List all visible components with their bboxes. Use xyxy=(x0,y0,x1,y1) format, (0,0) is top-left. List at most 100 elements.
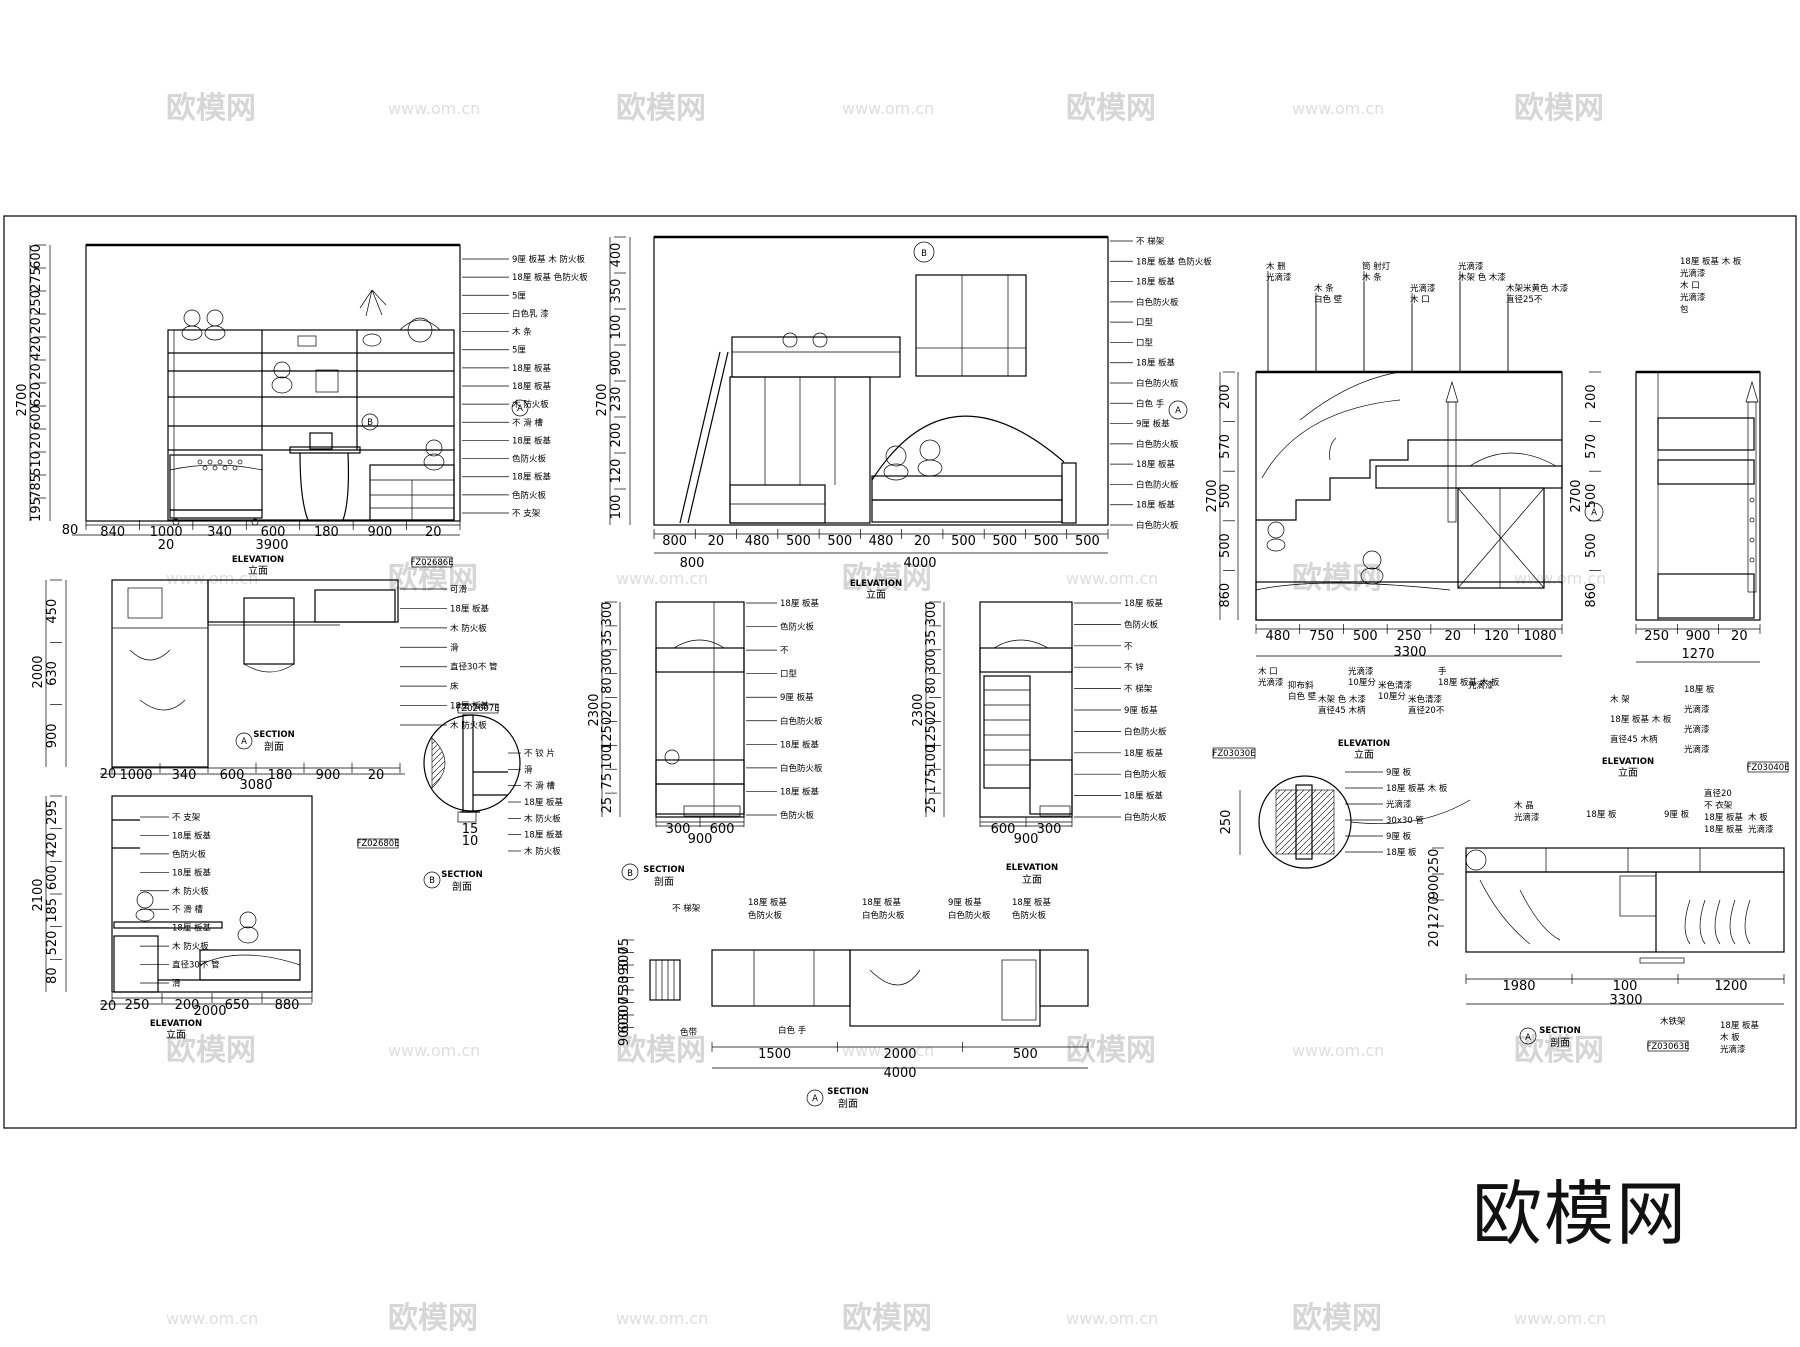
dim-value: 100 xyxy=(600,745,615,770)
annotation-label: 18厘 板基 xyxy=(1136,358,1176,369)
p3-elev2-title-cn: 立面 xyxy=(1618,766,1638,779)
annotation-label: 光滴漆 xyxy=(1680,292,1706,303)
annotation-label: 18厘 板基 木 板 xyxy=(1386,783,1448,794)
annotation-label: 光滴漆 xyxy=(1348,666,1374,677)
annotation-label: 18厘 板基 xyxy=(1136,459,1176,470)
p2-elev-total-v: 2700 xyxy=(595,383,610,416)
annotation-label: 床 xyxy=(450,681,459,692)
annotation-label: 直径30不 管 xyxy=(172,960,220,971)
dim-value: 75 xyxy=(617,938,632,955)
detail-b-dim2: 10 xyxy=(462,834,479,849)
watermark-url: www.om.cn xyxy=(388,99,480,118)
p1-elev-total-v: 2700 xyxy=(15,383,30,416)
annotation-label: 10厘分 xyxy=(1378,692,1406,702)
p2-elev2-total: 900 xyxy=(1014,832,1039,847)
dim-value: 900 xyxy=(316,768,341,783)
dim-value: 195 xyxy=(29,497,44,522)
dim-value: 1250 xyxy=(924,717,939,750)
p2-elev2-title: ELEVATION xyxy=(1006,863,1058,873)
p2-secb-title-cn: 剖面 xyxy=(654,875,674,888)
annotation-label: 木 防火板 xyxy=(450,623,487,634)
watermarks: 欧模网欧模网欧模网欧模网欧模网欧模网欧模网欧模网欧模网欧模网欧模网欧模网欧模网欧… xyxy=(166,91,1606,1336)
annotation-label: 木铁架 xyxy=(1660,1016,1686,1027)
annotation-label: 10厘分 xyxy=(1348,678,1376,688)
annotation-label: 白色防火板 xyxy=(1136,297,1179,308)
annotation-label: 木 晶 xyxy=(1514,800,1534,811)
annotation-label: 5厘 xyxy=(512,291,526,301)
watermark-brand: 欧模网 xyxy=(1514,1033,1604,1068)
p2-elev-title: ELEVATION xyxy=(850,579,902,589)
dim-value: 120 xyxy=(609,459,624,484)
p1-plan-total-v: 2000 xyxy=(31,655,46,688)
annotation-label: 白色防火板 xyxy=(1136,439,1179,450)
watermark-url: www.om.cn xyxy=(616,1309,708,1328)
annotation-label: 白色防火板 xyxy=(1136,479,1179,490)
p1-plan-lead: 20 xyxy=(100,767,117,782)
p3-elev-total-v: 2700 xyxy=(1205,479,1220,512)
annotation-label: 18厘 板基 xyxy=(1704,812,1744,823)
p1-side-title-cn: 立面 xyxy=(166,1028,186,1041)
annotation-label: 18厘 板基 xyxy=(1012,897,1052,908)
p3-elev2-total-v: 2700 xyxy=(1569,479,1584,512)
dim-value: 20 xyxy=(914,534,931,549)
annotation-label: 筒 射灯 xyxy=(1362,261,1391,272)
annotation-label: 9厘 板 xyxy=(1386,767,1412,778)
annotation-label: 不 梯架 xyxy=(1124,684,1153,695)
p2-secb-marker: B xyxy=(627,869,633,879)
dim-value: 500 xyxy=(992,534,1017,549)
annotation-label: 色防火板 xyxy=(748,910,783,921)
dim-value: 600 xyxy=(991,822,1016,837)
watermark-url: www.om.cn xyxy=(1066,1309,1158,1328)
dim-value: 20 xyxy=(368,768,385,783)
annotation-label: 木 防火板 xyxy=(450,720,487,731)
p3-seca-title: SECTION xyxy=(1539,1026,1580,1036)
annotation-label: 9厘 板基 xyxy=(948,897,982,908)
annotation-label: 光滴漆 xyxy=(1684,704,1710,715)
watermark-url: www.om.cn xyxy=(842,1041,934,1060)
annotation-label: 9厘 板 xyxy=(1386,831,1412,842)
dim-value: 650 xyxy=(225,998,250,1013)
dim-value: 100 xyxy=(609,495,624,520)
dim-value: 300 xyxy=(924,649,939,674)
dim-value: 500 xyxy=(1584,484,1599,509)
p1-side-title: ELEVATION xyxy=(150,1019,202,1029)
watermark-brand-group: 欧模网欧模网欧模网欧模网欧模网欧模网欧模网欧模网欧模网欧模网欧模网欧模网欧模网欧… xyxy=(166,91,1604,1336)
dim-value: 20 xyxy=(29,317,44,334)
dim-value: 20 xyxy=(29,363,44,380)
p1-elev-base: 80 xyxy=(62,523,79,538)
p2-secb-total: 900 xyxy=(688,832,713,847)
dim-value: 230 xyxy=(609,387,624,412)
decor-toys xyxy=(181,289,445,471)
p2-elev-total: 4000 xyxy=(903,556,936,571)
annotation-label: 18厘 板基 木 板 xyxy=(1610,714,1672,725)
dim-value: 480 xyxy=(745,534,770,549)
watermark-url: www.om.cn xyxy=(166,1309,258,1328)
dim-value: 480 xyxy=(1265,629,1290,644)
dim-value: 500 xyxy=(1218,484,1233,509)
dim-value: 20 xyxy=(425,525,442,540)
annotation-label: 木 口 xyxy=(1258,666,1278,677)
detail-b-title: SECTION xyxy=(441,870,482,880)
dim-value: 300 xyxy=(924,602,939,627)
p2-seca-total: 4000 xyxy=(883,1066,916,1081)
annotation-label: 木 防火板 xyxy=(172,886,209,897)
p2-seca-title: SECTION xyxy=(827,1087,868,1097)
dim-value: 900 xyxy=(1427,875,1442,900)
annotation-label: 木 删 xyxy=(1266,261,1286,272)
annotation-label: 不 支架 xyxy=(512,508,541,519)
watermark-brand: 欧模网 xyxy=(166,1033,256,1068)
annotation-label: 18厘 板基 xyxy=(450,701,490,712)
p2-secb-total-v: 2300 xyxy=(587,693,602,726)
